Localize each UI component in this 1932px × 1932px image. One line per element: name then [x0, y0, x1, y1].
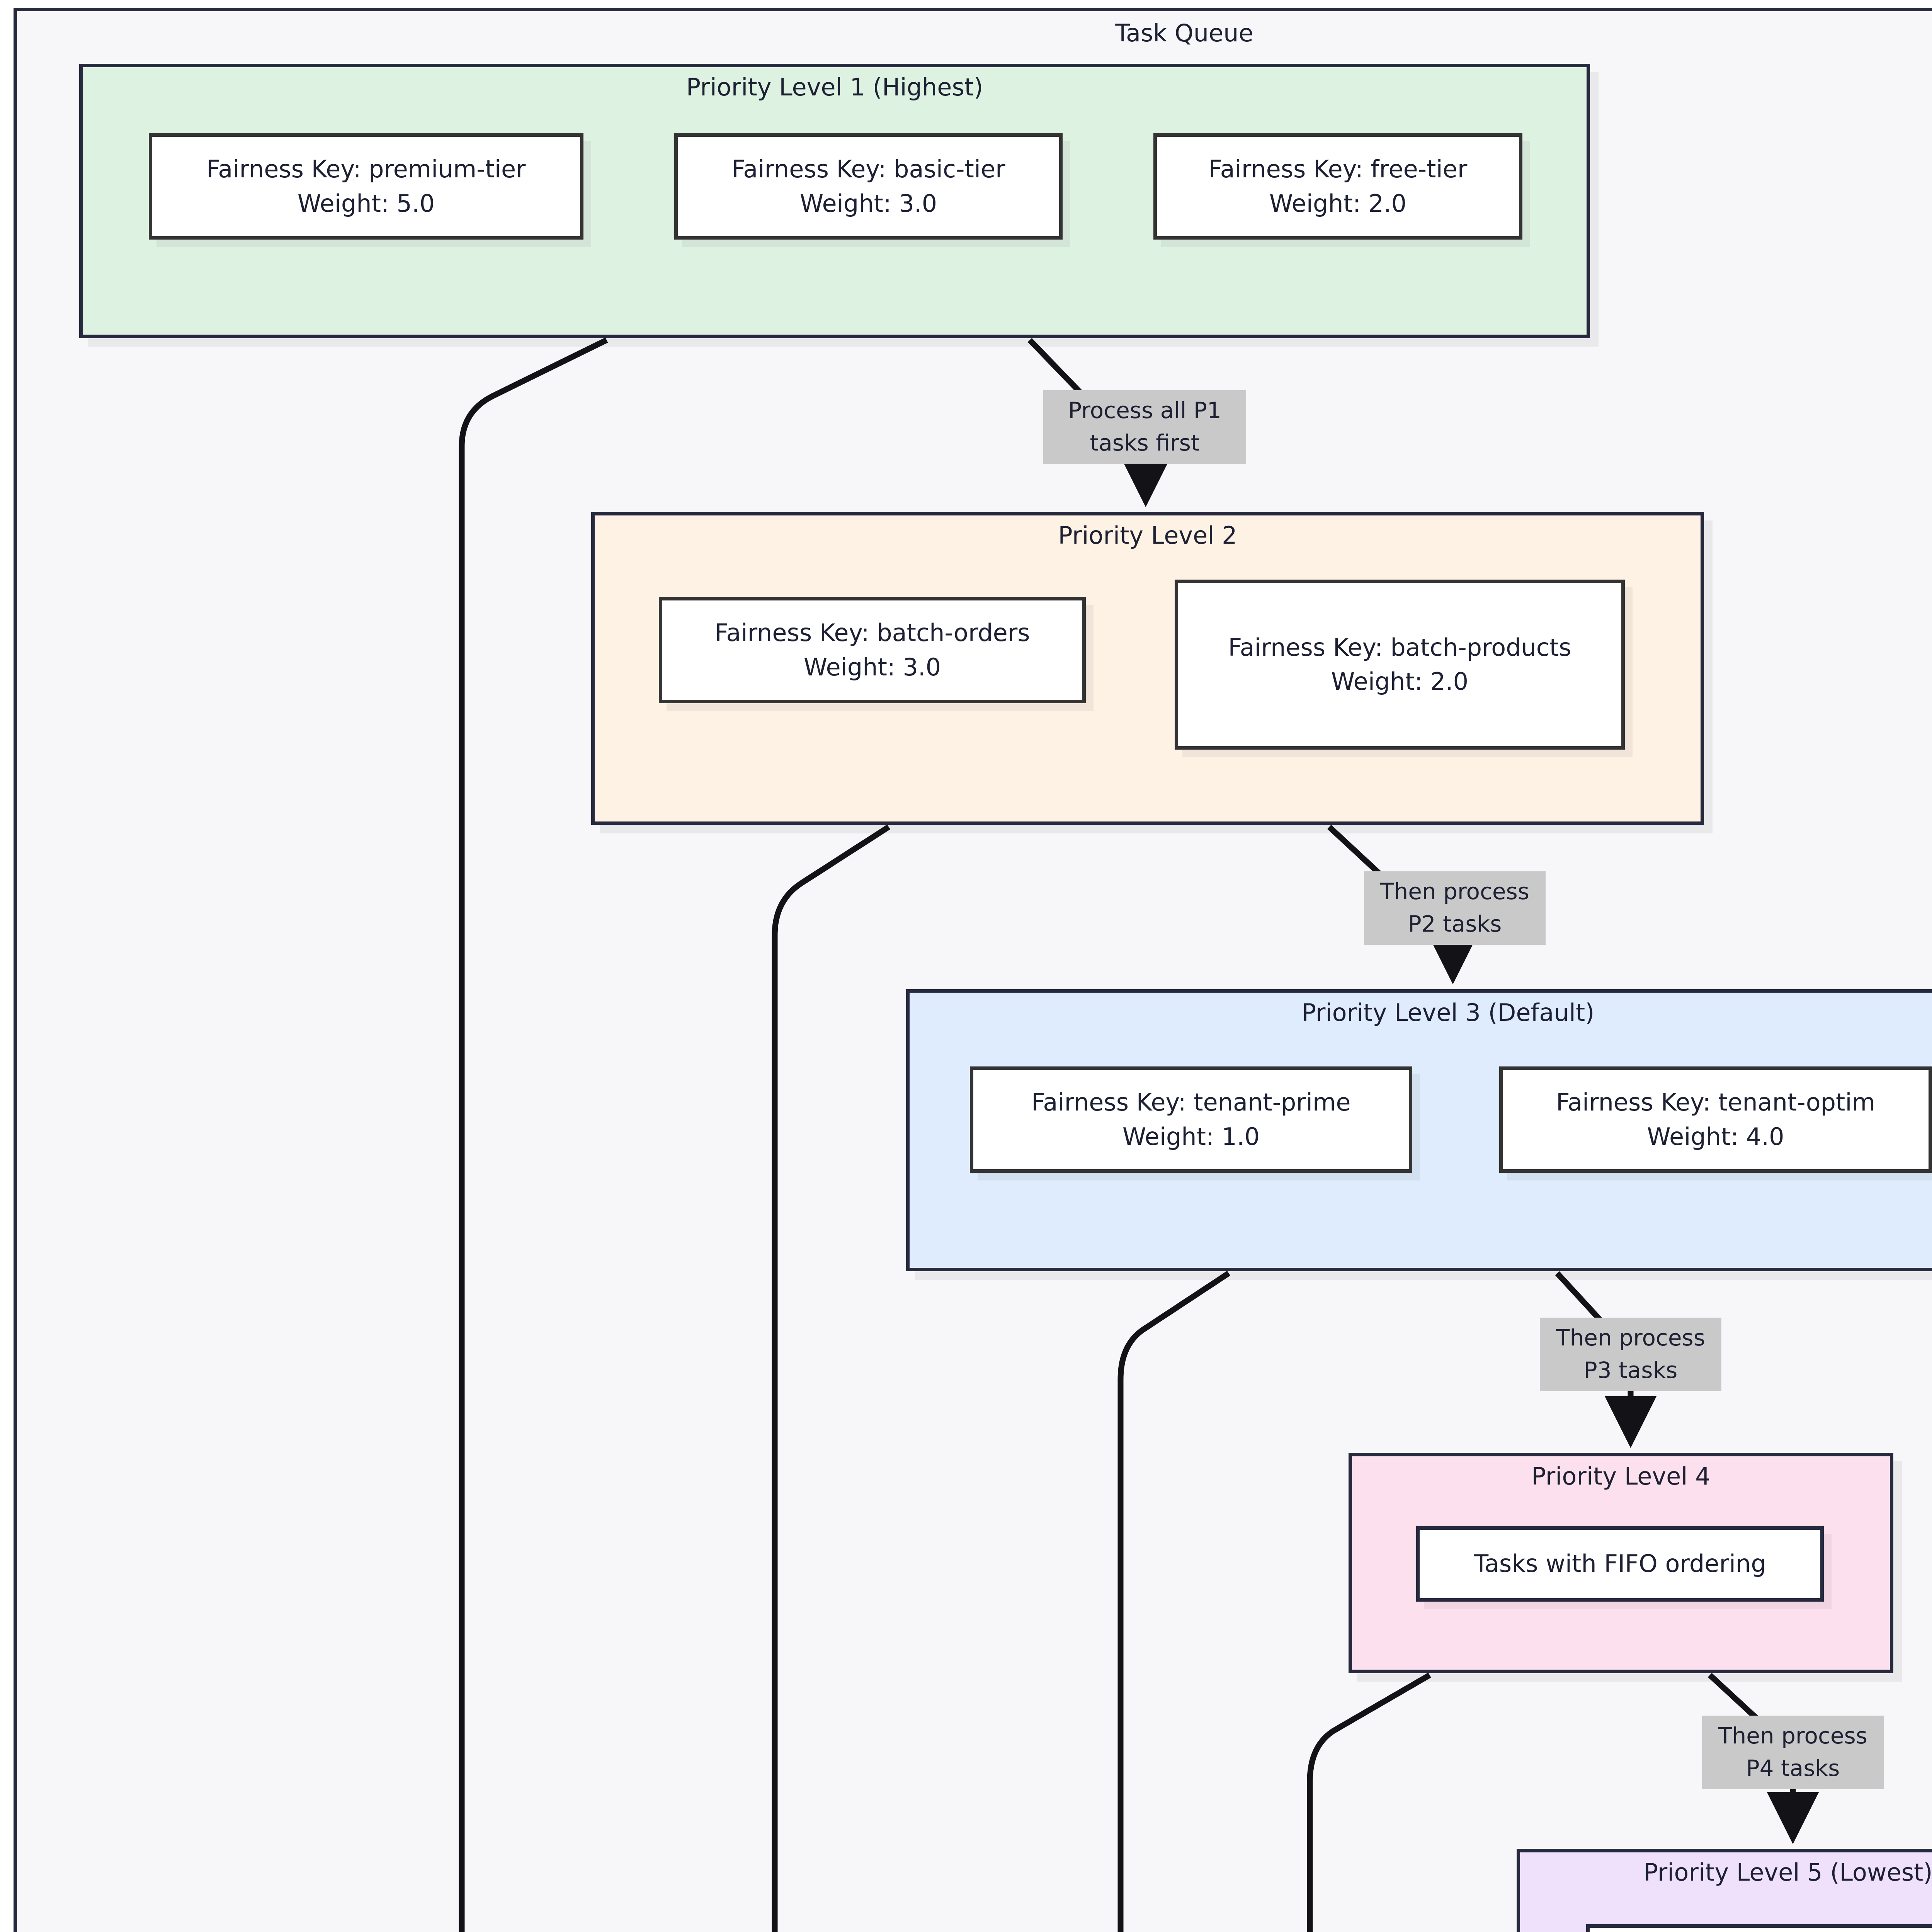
cluster-task-queue-title: Task Queue — [1115, 19, 1253, 47]
node-p1-free-tier[interactable]: Fairness Key: free-tier Weight: 2.0 — [1153, 133, 1522, 240]
node-p4-fifo[interactable]: Tasks with FIFO ordering — [1416, 1526, 1824, 1602]
node-p2-batch-products-key: Fairness Key: batch-products — [1228, 633, 1571, 662]
edge-label-p2-to-p3-line2: P2 tasks — [1408, 911, 1502, 937]
edge-label-p3-to-p4: Then process P3 tasks — [1540, 1318, 1721, 1391]
cluster-priority-level-4-title: Priority Level 4 — [1531, 1462, 1711, 1490]
node-p5-fifo[interactable]: Tasks with FIFO ordering — [1586, 1924, 1932, 1932]
node-p1-premium-tier[interactable]: Fairness Key: premium-tier Weight: 5.0 — [149, 133, 583, 240]
edge-p4-to-p5-upper — [1708, 1673, 1762, 1724]
edge-p2-to-p3-upper — [1327, 825, 1386, 879]
edge-label-p1-to-p2: Process all P1 tasks first — [1043, 390, 1246, 464]
node-p1-free-tier-weight: Weight: 2.0 — [1269, 189, 1407, 218]
edge-label-p4-to-p5-line2: P4 tasks — [1746, 1755, 1840, 1781]
node-p1-basic-tier-weight: Weight: 3.0 — [799, 189, 937, 218]
edge-p4-to-workers — [1307, 1672, 1431, 1932]
node-p1-free-tier-key: Fairness Key: free-tier — [1208, 155, 1468, 184]
node-p2-batch-orders[interactable]: Fairness Key: batch-orders Weight: 3.0 — [659, 597, 1086, 703]
edge-label-p1-to-p2-line1: Process all P1 — [1068, 397, 1221, 424]
node-p3-tenant-prime[interactable]: Fairness Key: tenant-prime Weight: 1.0 — [970, 1066, 1412, 1173]
node-p1-premium-tier-weight: Weight: 5.0 — [297, 189, 435, 218]
node-p1-basic-tier-key: Fairness Key: basic-tier — [731, 155, 1005, 184]
cluster-priority-level-1-title: Priority Level 1 (Highest) — [686, 73, 983, 101]
edge-label-p2-to-p3-line1: Then process — [1380, 878, 1529, 905]
node-p1-basic-tier[interactable]: Fairness Key: basic-tier Weight: 3.0 — [674, 133, 1063, 240]
cluster-priority-level-5 — [1517, 1849, 1932, 1932]
edge-p2-to-workers — [772, 824, 891, 1932]
node-p3-tenant-optim-weight: Weight: 4.0 — [1647, 1122, 1784, 1151]
node-p4-fifo-label: Tasks with FIFO ordering — [1474, 1549, 1766, 1578]
node-p3-tenant-prime-weight: Weight: 1.0 — [1122, 1122, 1260, 1151]
edge-label-p4-to-p5-line1: Then process — [1718, 1723, 1867, 1749]
edge-label-p3-to-p4-line2: P3 tasks — [1583, 1357, 1678, 1383]
node-p2-batch-orders-key: Fairness Key: batch-orders — [714, 619, 1030, 647]
edge-label-p1-to-p2-line2: tasks first — [1090, 430, 1200, 456]
edge-p3-to-workers — [1117, 1270, 1231, 1932]
edge-label-p4-to-p5: Then process P4 tasks — [1702, 1716, 1884, 1789]
node-p3-tenant-prime-key: Fairness Key: tenant-prime — [1031, 1088, 1351, 1117]
cluster-priority-level-3-title: Priority Level 3 (Default) — [1301, 998, 1595, 1027]
edge-p1-to-workers — [459, 337, 608, 1932]
node-p3-tenant-optim-key: Fairness Key: tenant-optim — [1556, 1088, 1875, 1117]
node-p2-batch-orders-weight: Weight: 3.0 — [803, 653, 941, 681]
cluster-priority-level-5-title: Priority Level 5 (Lowest) — [1643, 1858, 1932, 1886]
edge-p1-to-p2-upper — [1027, 338, 1084, 396]
edge-label-p2-to-p3: Then process P2 tasks — [1364, 871, 1546, 945]
node-p2-batch-products-weight: Weight: 2.0 — [1331, 667, 1469, 696]
edge-p3-to-p4-upper — [1555, 1271, 1604, 1324]
node-p3-tenant-optim[interactable]: Fairness Key: tenant-optim Weight: 4.0 — [1499, 1066, 1932, 1173]
edge-label-p3-to-p4-line1: Then process — [1556, 1325, 1705, 1351]
cluster-priority-level-2-title: Priority Level 2 — [1058, 521, 1237, 549]
node-p2-batch-products[interactable]: Fairness Key: batch-products Weight: 2.0 — [1175, 580, 1625, 750]
node-p1-premium-tier-key: Fairness Key: premium-tier — [206, 155, 526, 184]
